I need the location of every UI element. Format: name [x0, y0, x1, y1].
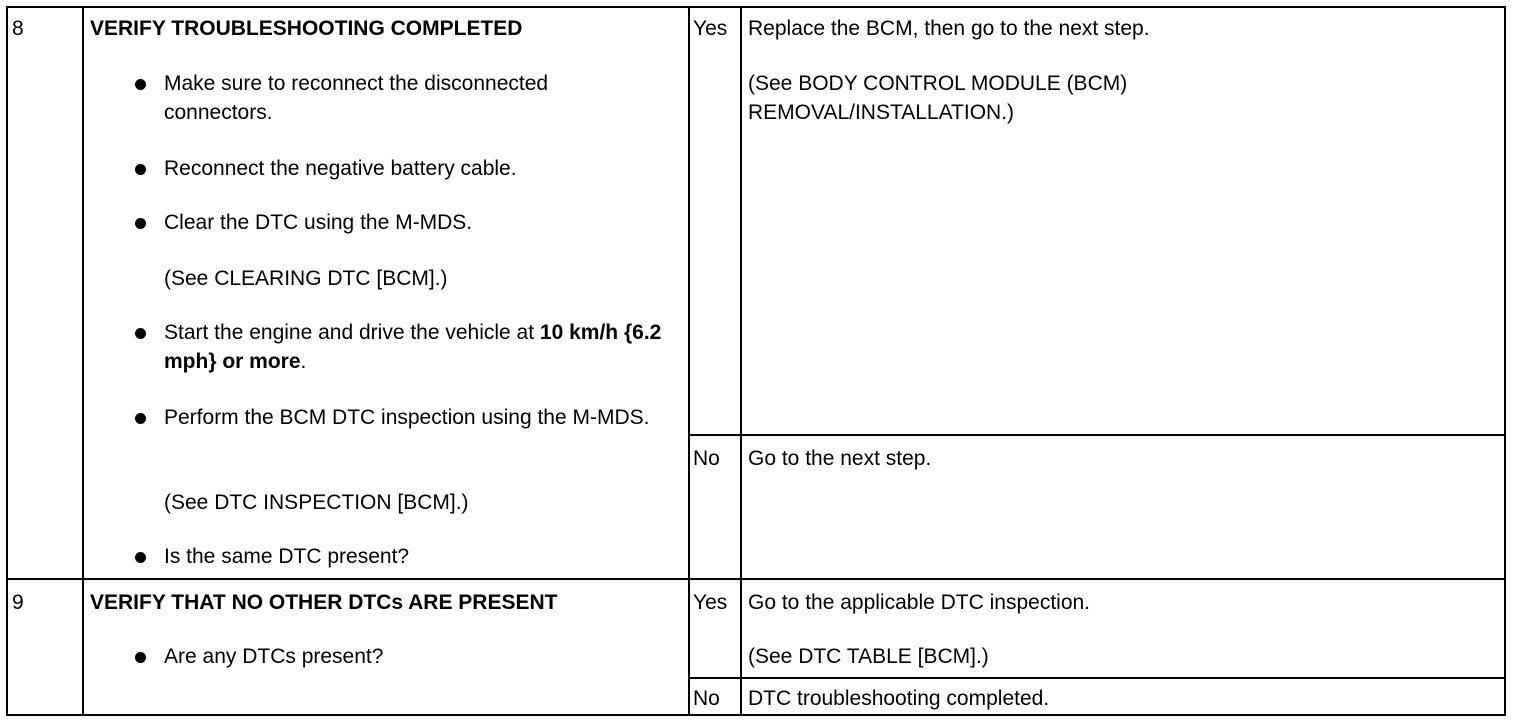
- troubleshooting-table: [6, 6, 1506, 716]
- bullet-icon: [135, 328, 146, 339]
- no-action: DTC troubleshooting completed.: [748, 687, 1050, 710]
- step-number: 8: [12, 17, 24, 40]
- reference-text: (See DTC INSPECTION [BCM].): [164, 491, 469, 514]
- bullet-text: Perform the BCM DTC inspection using the…: [164, 406, 650, 429]
- row-divider-step8-yes-no: [688, 434, 1506, 436]
- bullet-icon: [135, 164, 146, 175]
- yes-action: Go to the applicable DTC inspection.: [748, 591, 1091, 614]
- bullet-icon: [135, 652, 146, 663]
- bullet-icon: [135, 552, 146, 563]
- col-divider-1: [82, 6, 84, 716]
- bullet-text: Reconnect the negative battery cable.: [164, 157, 517, 180]
- row-divider-step8-step9: [6, 578, 1506, 580]
- yes-reference: (See DTC TABLE [BCM].): [748, 645, 989, 668]
- bullet-text: Make sure to reconnect the disconnected …: [164, 72, 549, 124]
- yes-label: Yes: [693, 17, 728, 40]
- step-title: VERIFY THAT NO OTHER DTCs ARE PRESENT: [90, 591, 558, 614]
- yes-label: Yes: [693, 591, 728, 614]
- no-label: No: [693, 687, 720, 710]
- bullet-text: Start the engine and drive the vehicle a…: [164, 321, 662, 373]
- row-divider-step9-yes-no: [688, 677, 1506, 679]
- yes-action: Replace the BCM, then go to the next ste…: [748, 17, 1150, 40]
- bullet-icon: [135, 79, 146, 90]
- bullet-icon: [135, 218, 146, 229]
- step-number: 9: [12, 591, 24, 614]
- bullet-text: Are any DTCs present?: [164, 645, 384, 668]
- col-divider-2: [688, 6, 690, 716]
- reference-text: (See CLEARING DTC [BCM].): [164, 267, 448, 290]
- bullet-text: Clear the DTC using the M-MDS.: [164, 211, 473, 234]
- bullet-icon: [135, 413, 146, 424]
- no-label: No: [693, 447, 720, 470]
- yes-reference: (See BODY CONTROL MODULE (BCM) REMOVAL/I…: [748, 72, 1128, 124]
- step-title: VERIFY TROUBLESHOOTING COMPLETED: [90, 17, 523, 40]
- no-action: Go to the next step.: [748, 447, 932, 470]
- bullet-text: Is the same DTC present?: [164, 545, 410, 568]
- col-divider-3: [740, 6, 742, 716]
